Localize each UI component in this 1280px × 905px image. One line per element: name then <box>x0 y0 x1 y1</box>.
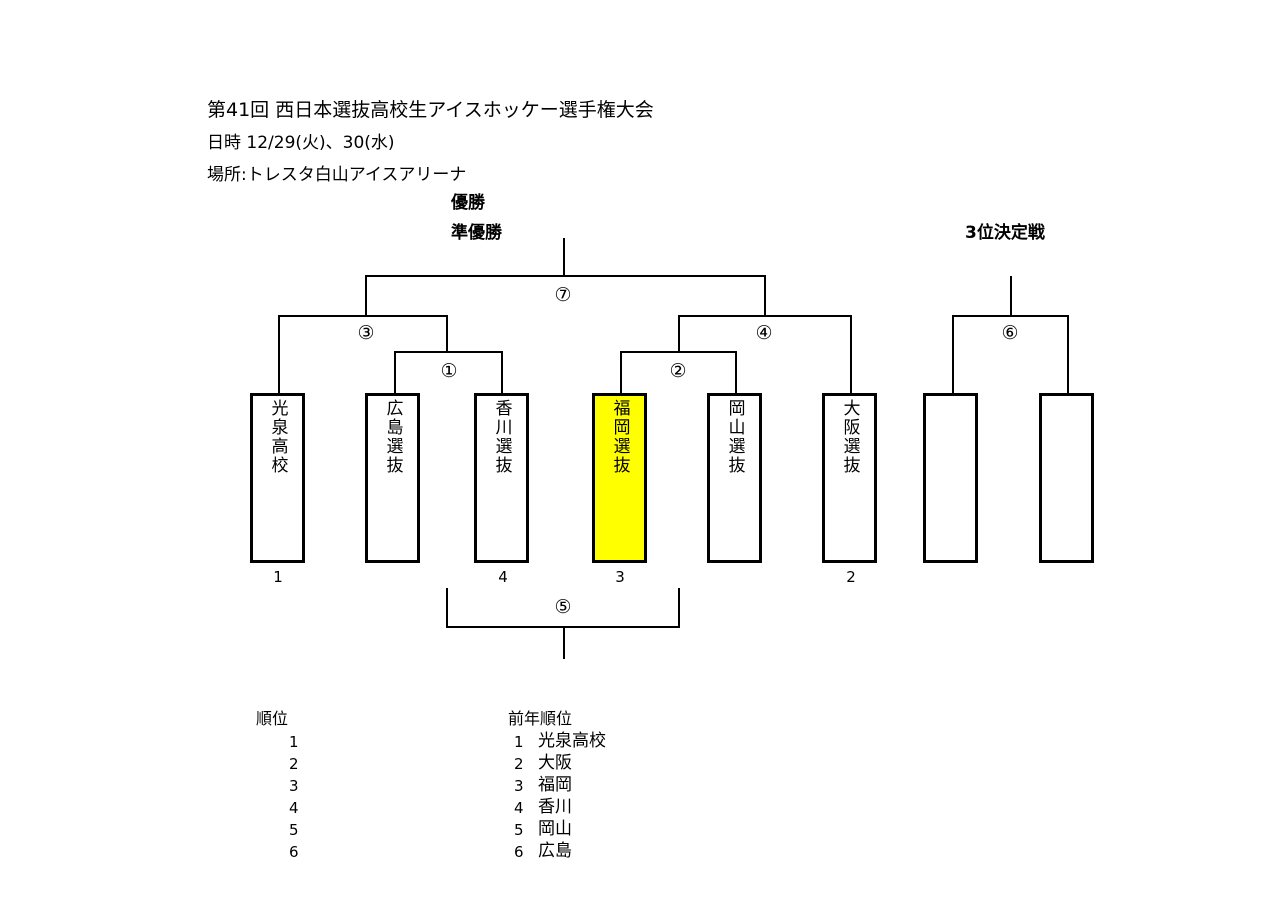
team-name: 岡山選抜 <box>724 399 745 475</box>
match-5-number: ⑤ <box>554 596 572 618</box>
prev-rank-team: 光泉高校 <box>538 731 606 751</box>
team-box-osaka: 大阪選抜 <box>822 393 877 563</box>
prev-rank-team: 広島 <box>538 841 572 861</box>
team-box-empty-1 <box>923 393 978 563</box>
prev-rank-number: 5 <box>514 821 524 839</box>
event-venue: 場所:トレスタ白山アイスアリーナ <box>207 165 467 185</box>
match-4-number: ④ <box>755 322 773 344</box>
rank-position: 1 <box>289 733 299 751</box>
team-box-kagawa: 香川選抜 <box>474 393 529 563</box>
match-1-number: ① <box>440 360 458 382</box>
seed-number: 2 <box>846 568 856 586</box>
previous-ranking-header: 前年順位 <box>508 709 573 728</box>
match-3-number: ③ <box>357 322 375 344</box>
seed-number: 3 <box>615 568 625 586</box>
prev-rank-team: 福岡 <box>538 775 572 795</box>
rank-position: 3 <box>289 777 299 795</box>
prev-rank-number: 2 <box>514 755 524 773</box>
prev-rank-number: 4 <box>514 799 524 817</box>
page-title: 第41回 西日本選抜高校生アイスホッケー選手権大会 <box>207 99 654 121</box>
team-name: 大阪選抜 <box>839 399 860 475</box>
match-7-number: ⑦ <box>554 284 572 306</box>
team-name: 光泉高校 <box>267 399 288 475</box>
third-place-match-label: 3位決定戦 <box>965 223 1045 243</box>
rank-position: 2 <box>289 755 299 773</box>
team-name: 福岡選抜 <box>609 399 630 475</box>
champion-label: 優勝 <box>451 193 485 213</box>
prev-rank-number: 6 <box>514 843 524 861</box>
seed-number: 4 <box>498 568 508 586</box>
team-box-fukuoka: 福岡選抜 <box>592 393 647 563</box>
seed-number: 1 <box>273 568 283 586</box>
team-box-empty-2 <box>1039 393 1094 563</box>
team-box-hiroshima: 広島選抜 <box>365 393 420 563</box>
team-name: 広島選抜 <box>382 399 403 475</box>
match-2-number: ② <box>669 360 687 382</box>
prev-rank-number: 1 <box>514 733 524 751</box>
prev-rank-team: 岡山 <box>538 819 572 839</box>
ranking-header: 順位 <box>256 709 289 728</box>
team-box-koizumi: 光泉高校 <box>250 393 305 563</box>
prev-rank-number: 3 <box>514 777 524 795</box>
event-date: 日時 12/29(火)、30(水) <box>207 133 395 153</box>
team-box-okayama: 岡山選抜 <box>707 393 762 563</box>
rank-position: 5 <box>289 821 299 839</box>
match-6-number: ⑥ <box>1001 322 1019 344</box>
rank-position: 6 <box>289 843 299 861</box>
prev-rank-team: 大阪 <box>538 753 572 773</box>
prev-rank-team: 香川 <box>538 797 572 817</box>
team-name: 香川選抜 <box>491 399 512 475</box>
runner-up-label: 準優勝 <box>451 223 502 243</box>
rank-position: 4 <box>289 799 299 817</box>
